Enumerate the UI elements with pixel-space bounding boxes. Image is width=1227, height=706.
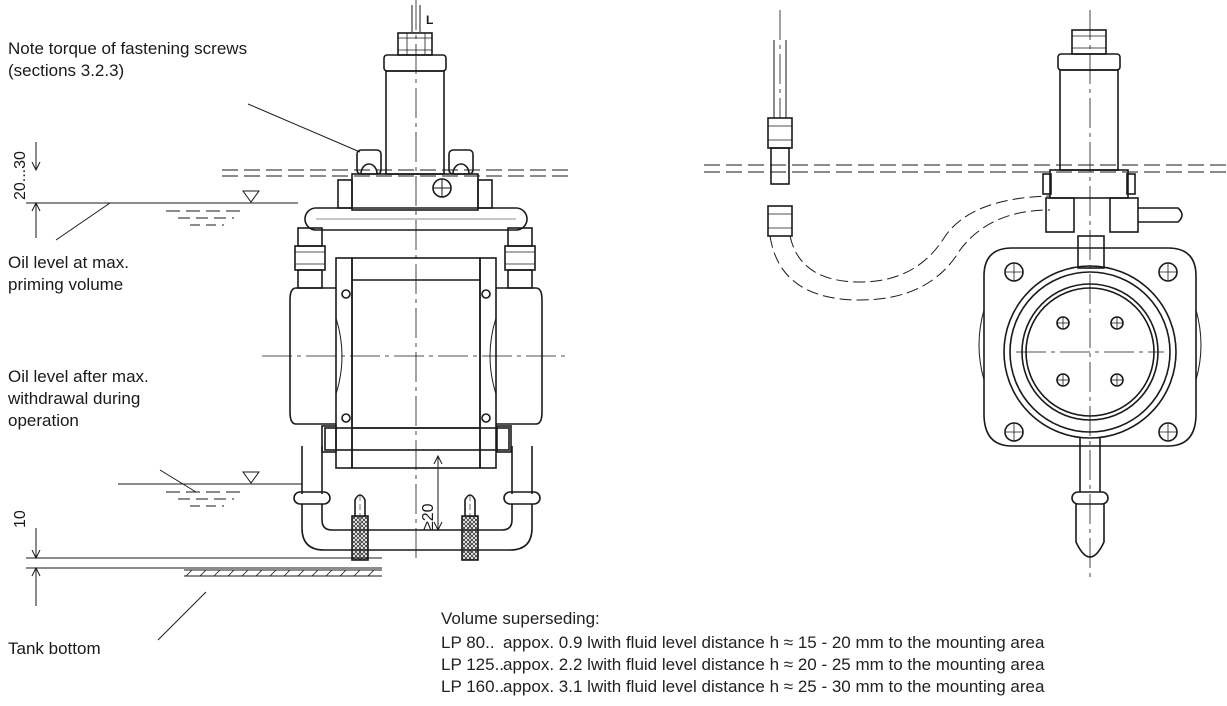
tank-bottom-label: Tank bottom bbox=[8, 639, 101, 658]
torque-note: Note torque of fastening screws (section… bbox=[8, 38, 247, 82]
dimension-30-text: 30 bbox=[12, 151, 29, 169]
torque-note-line1: Note torque of fastening screws bbox=[8, 39, 248, 58]
volume-model: LP 125.. bbox=[441, 655, 505, 674]
volume-desc: with fluid level distance h ≈ 25 - 30 mm… bbox=[591, 677, 1045, 696]
oil-level-max-priming-line2: priming volume bbox=[8, 275, 124, 294]
volume-amount: appox. 2.2 l bbox=[503, 655, 591, 674]
volume-desc: with fluid level distance h ≈ 15 - 20 mm… bbox=[591, 633, 1045, 652]
volume-amount: appox. 3.1 l bbox=[503, 677, 591, 696]
port-l-label: L bbox=[426, 13, 433, 27]
tank-bottom bbox=[26, 557, 382, 577]
oil-level-after-withdrawal: Oil level after max. withdrawal during o… bbox=[8, 366, 149, 432]
volume-row: LP 80.. appox. 0.9 lwith fluid level dist… bbox=[441, 632, 1044, 654]
dimension-ge20: ≥20 bbox=[420, 503, 437, 530]
volume-model: LP 160.. bbox=[441, 677, 505, 696]
volume-model: LP 80.. bbox=[441, 633, 495, 652]
dimension-30-range: 20...30 bbox=[12, 151, 30, 200]
dimension-10: 10 bbox=[12, 510, 29, 528]
dimension-lines bbox=[31, 142, 443, 606]
volume-row: LP 160..appox. 3.1 lwith fluid level dis… bbox=[441, 676, 1044, 698]
oil-level-max-priming: Oil level at max. priming volume bbox=[8, 252, 129, 296]
pump-front-view bbox=[262, 0, 570, 561]
volume-row: LP 125..appox. 2.2 lwith fluid level dis… bbox=[441, 654, 1044, 676]
oil-level-after-withdrawal-line3: operation bbox=[8, 411, 79, 430]
oil-level-max-priming-line1: Oil level at max. bbox=[8, 253, 129, 272]
oil-level-after-withdrawal-line2: withdrawal during bbox=[8, 389, 141, 408]
dimension-20-text: 20 bbox=[12, 182, 29, 200]
volume-desc: with fluid level distance h ≈ 20 - 25 mm… bbox=[591, 655, 1045, 674]
torque-note-line2: (sections 3.2.3) bbox=[8, 61, 125, 80]
volume-superseding-table: Volume superseding: LP 80..appox. 0.9 lw… bbox=[441, 608, 1044, 698]
oil-levels bbox=[26, 169, 572, 507]
volume-heading: Volume superseding: bbox=[441, 609, 600, 628]
oil-level-after-withdrawal-line1: Oil level after max. bbox=[8, 367, 149, 386]
volume-amount: appox. 0.9 l bbox=[503, 633, 591, 652]
pump-side-view bbox=[704, 10, 1227, 578]
leader-lines bbox=[55, 103, 361, 641]
dimension-range-dots: ... bbox=[12, 168, 29, 183]
